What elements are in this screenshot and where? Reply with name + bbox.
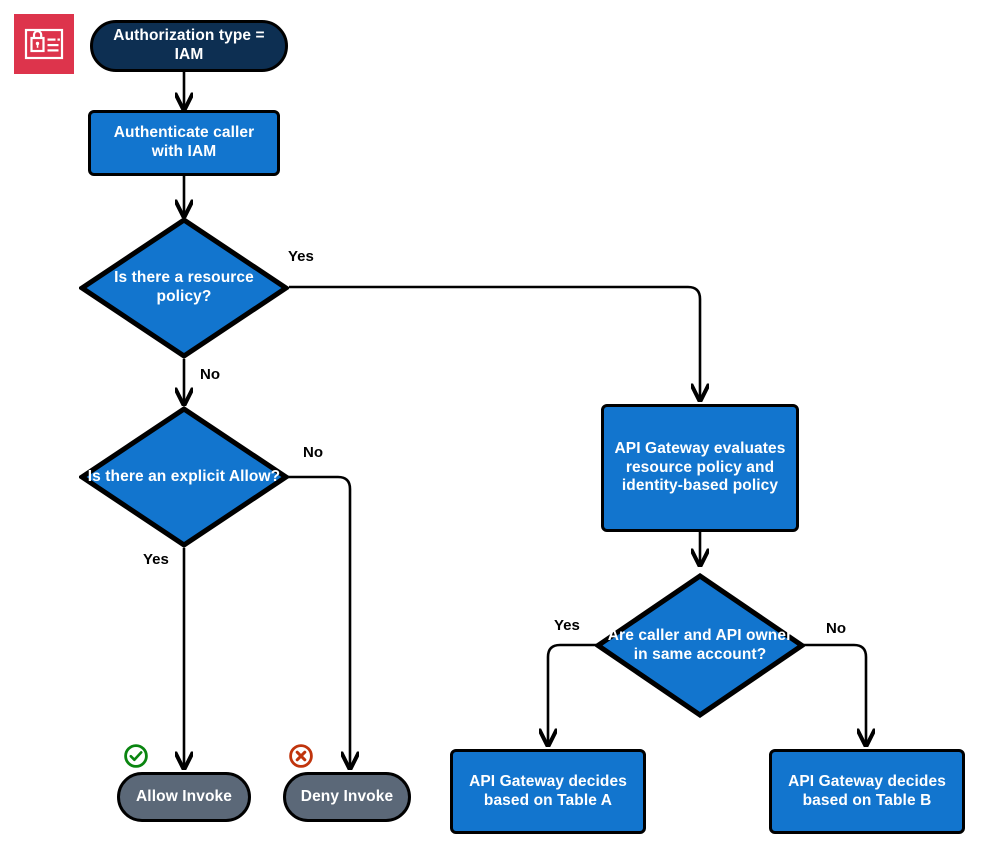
edge-account-no-tableb — [803, 643, 866, 744]
node-same-account-decision-label: Are caller and API owner in same account… — [607, 626, 793, 663]
edge-label-account-no: No — [826, 620, 846, 637]
aws-iam-icon — [14, 14, 74, 74]
node-explicit-allow-decision-label: Is there an explicit Allow? — [87, 467, 281, 485]
node-same-account-decision[interactable]: Are caller and API owner in same account… — [595, 573, 805, 718]
edge-label-resource-no: No — [200, 366, 220, 383]
edge-explicit-no-deny — [288, 475, 350, 767]
node-deny-invoke-label: Deny Invoke — [300, 787, 394, 805]
edge-label-account-yes: Yes — [554, 617, 580, 634]
node-table-a-label: API Gateway decides based on Table A — [469, 772, 627, 809]
node-evaluates-policies-label: API Gateway evaluates resource policy an… — [614, 439, 786, 495]
node-deny-invoke[interactable]: Deny Invoke — [283, 772, 411, 822]
edge-resource-yes-evaluates — [289, 285, 700, 399]
check-circle-icon — [123, 743, 149, 769]
node-evaluates-policies[interactable]: API Gateway evaluates resource policy an… — [601, 404, 799, 532]
node-resource-policy-decision[interactable]: Is there a resource policy? — [79, 217, 289, 359]
node-authorization-type-label: Authorization type = IAM — [113, 27, 265, 63]
node-allow-invoke-label: Allow Invoke — [136, 787, 232, 805]
node-explicit-allow-decision[interactable]: Is there an explicit Allow? — [79, 406, 289, 548]
node-table-b[interactable]: API Gateway decides based on Table B — [769, 749, 965, 834]
node-table-a[interactable]: API Gateway decides based on Table A — [450, 749, 646, 834]
node-table-b-label: API Gateway decides based on Table B — [788, 772, 946, 809]
x-circle-icon — [288, 743, 314, 769]
node-authorization-type[interactable]: Authorization type = IAM — [90, 20, 288, 72]
node-authenticate-caller-label: Authenticate caller with IAM — [113, 124, 255, 160]
node-authenticate-caller[interactable]: Authenticate caller with IAM — [88, 110, 280, 176]
node-resource-policy-decision-label: Is there a resource policy? — [114, 269, 254, 305]
edge-label-explicit-no: No — [303, 444, 323, 461]
node-allow-invoke[interactable]: Allow Invoke — [117, 772, 251, 822]
edge-label-resource-yes: Yes — [288, 248, 314, 265]
edge-label-explicit-yes: Yes — [143, 551, 169, 568]
edge-account-yes-tablea — [548, 643, 597, 744]
